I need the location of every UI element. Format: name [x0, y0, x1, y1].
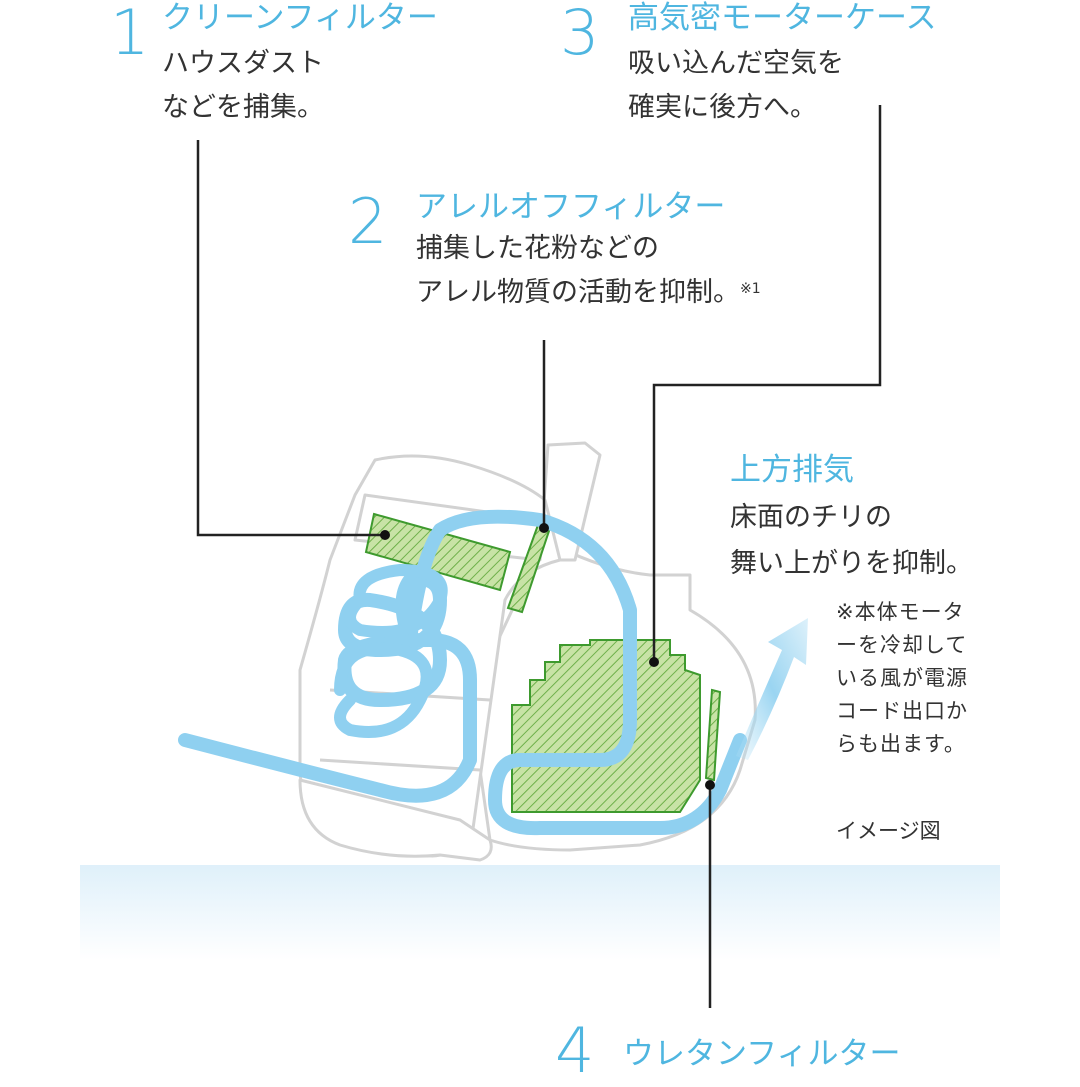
callout-title: 高気密モーターケース [628, 0, 937, 36]
airflow-arrow-icon [736, 618, 808, 760]
airflow-path [178, 509, 747, 836]
callout-number: 1 [110, 0, 150, 69]
callout-desc-line: 捕集した花粉などの [416, 233, 659, 264]
callout-title: クリーンフィルター [162, 0, 438, 36]
note-line: ※本体モータ [836, 600, 965, 624]
callout-desc-line: 吸い込んだ空気を [628, 48, 844, 79]
callout-number: 3 [560, 0, 600, 69]
floor [80, 865, 1000, 960]
note-line: いる風が電源 [836, 666, 968, 690]
leader-line-1 [196, 140, 385, 537]
callout-desc-text: アレル物質の活動を抑制。 [416, 277, 740, 308]
exhaust-desc-line: 舞い上がりを抑制。 [730, 548, 973, 579]
footnote-mark: ※1 [740, 281, 761, 297]
airflow-loops [334, 563, 448, 738]
exhaust-title: 上方排気 [730, 452, 854, 488]
clean-filter-shape [364, 512, 512, 592]
note-line: らも出ます。 [836, 732, 966, 756]
leader-dots [380, 523, 715, 790]
image-label: イメージ図 [836, 819, 941, 843]
callout-desc-line: 確実に後方へ。 [628, 92, 817, 123]
filters [364, 512, 722, 813]
exhaust-desc-line: 床面のチリの [730, 502, 892, 533]
callout-number: 2 [348, 185, 388, 258]
urethane-filter-shape [704, 688, 722, 782]
motor-case-shape [511, 639, 701, 813]
callout-number: 4 [555, 1014, 595, 1087]
callout-desc-line: アレル物質の活動を抑制。※1 [416, 271, 761, 315]
callout-title: ウレタンフィルター [623, 1036, 901, 1072]
callout-desc-line: ハウスダスト [162, 48, 324, 79]
leader-lines [196, 105, 882, 1008]
callout-desc-line: などを捕集。 [162, 92, 324, 123]
note-line: ーを冷却して [836, 633, 968, 657]
note-line: コード出口か [836, 699, 968, 723]
leader-line-3 [652, 105, 882, 662]
callout-title: アレルオフフィルター [416, 189, 726, 225]
